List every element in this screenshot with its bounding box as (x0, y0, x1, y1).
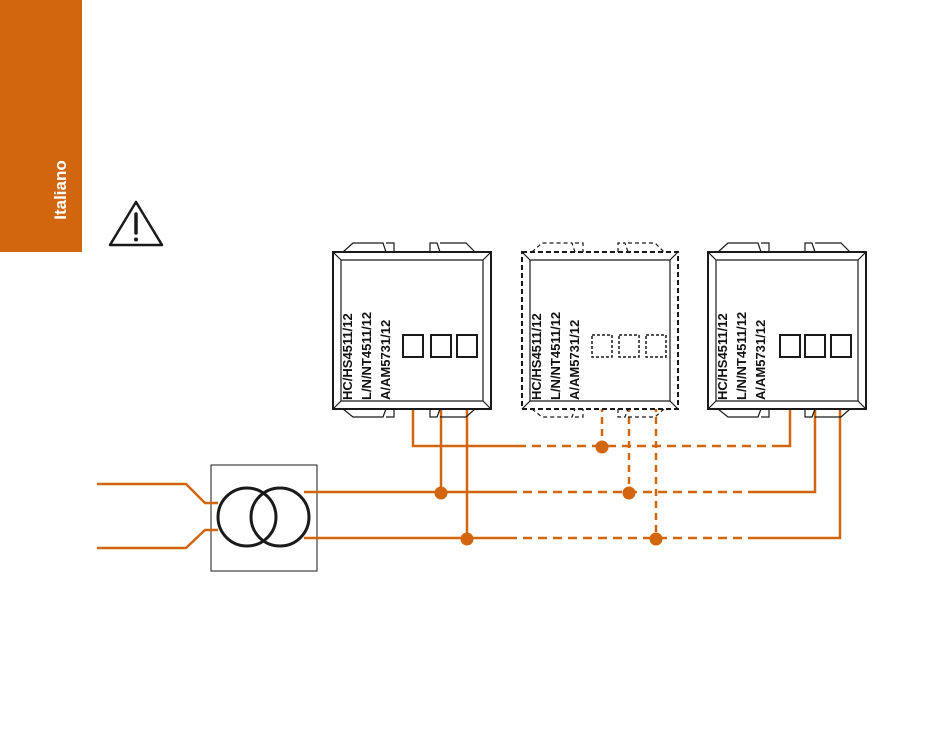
module-3: HC/HS4511/12 L/N/NT4511/12 A/AM5731/12 (708, 243, 866, 417)
junction-dot (596, 441, 609, 454)
module-1-label-3: A/AM5731/12 (378, 320, 393, 400)
junction-dot (435, 487, 448, 500)
module-2-label-2: L/N/NT4511/12 (548, 312, 563, 400)
module-2: HC/HS4511/12 L/N/NT4511/12 A/AM5731/12 (522, 243, 678, 417)
terminal-3 (831, 335, 851, 357)
module-2-label-3: A/AM5731/12 (567, 320, 582, 400)
module-3-label-2: L/N/NT4511/12 (734, 312, 749, 400)
junction-dot (461, 533, 474, 546)
terminal-3 (457, 335, 477, 357)
module-1: HC/HS4511/12 L/N/NT4511/12 A/AM5731/12 (333, 243, 491, 417)
junction-dot (650, 533, 663, 546)
terminal-3 (646, 335, 666, 357)
module-3-label-3: A/AM5731/12 (753, 320, 768, 400)
module-1-label-1: HC/HS4511/12 (340, 313, 355, 400)
terminal-1 (403, 335, 423, 357)
mains-input-wires (97, 484, 218, 548)
terminal-2 (619, 335, 639, 357)
module-1-label-2: L/N/NT4511/12 (359, 312, 374, 400)
terminal-2 (805, 335, 825, 357)
transformer-symbol (211, 465, 317, 571)
module-2-label-1: HC/HS4511/12 (529, 313, 544, 400)
warning-triangle-icon (110, 202, 162, 245)
terminal-1 (780, 335, 800, 357)
junction-dot (623, 487, 636, 500)
terminal-1 (592, 335, 612, 357)
terminal-2 (431, 335, 451, 357)
module-3-label-1: HC/HS4511/12 (715, 313, 730, 400)
